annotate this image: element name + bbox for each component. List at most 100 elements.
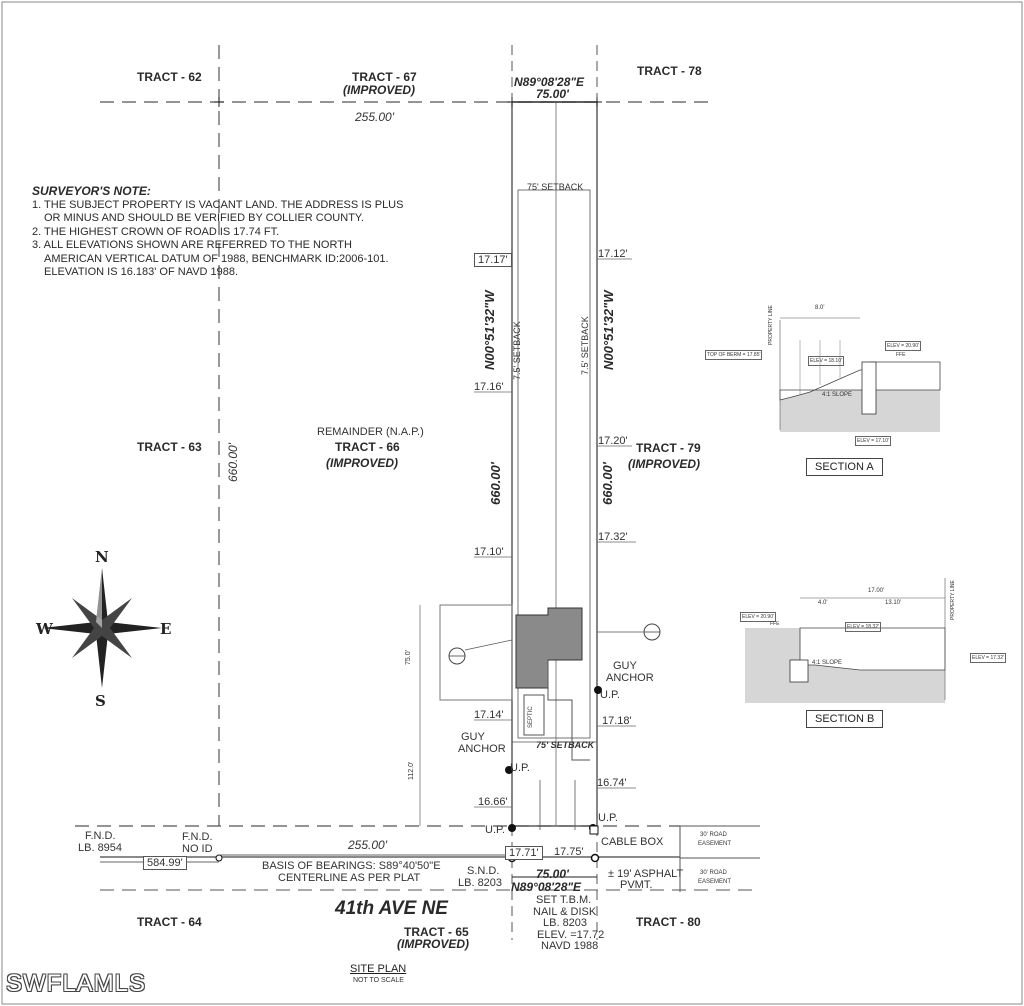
elev-1712: 17.12' <box>598 248 628 260</box>
tract-64-label: TRACT - 64 <box>137 915 202 929</box>
monument-tbm <box>590 853 600 863</box>
section-b-property-line-label: PROPERTY LINE <box>950 580 956 620</box>
elev-1771: 17.71' <box>505 846 543 860</box>
utility-pole-1 <box>594 686 602 694</box>
elev-1732: 17.32' <box>598 531 628 543</box>
road-name: 41th AVE NE <box>335 898 448 919</box>
compass-n: N <box>95 548 109 566</box>
mls-watermark: SWFLAMLS <box>6 970 147 997</box>
elev-1717: 17.17' <box>474 253 512 267</box>
east-line-bearing: N00°51'32"W <box>601 290 616 371</box>
west-line-length: 660.00' <box>488 462 503 505</box>
compass-w: W <box>36 620 53 638</box>
tract-66-label: TRACT - 66 <box>335 440 400 454</box>
remainder-label: REMAINDER (N.A.P.) <box>317 426 424 438</box>
right-elevation-leaders <box>597 258 636 789</box>
utility-pole-label-4: U.P. <box>598 812 618 824</box>
front-setback-label: 75' SETBACK <box>536 740 595 750</box>
surveyor-note-line: ELEVATION IS 16.183' OF NAVD 1988. <box>44 266 239 278</box>
elev-1720: 17.20' <box>598 435 628 447</box>
setback-box <box>517 189 591 739</box>
tract-62-label: TRACT - 62 <box>137 70 202 84</box>
compass-e: E <box>160 620 172 638</box>
east-line-length: 660.00' <box>600 462 615 505</box>
tbm-line3: LB. 8203 <box>543 917 588 929</box>
section-b-dim-1: 17.00' <box>868 588 885 594</box>
septic-label: SEPTIC <box>528 706 534 728</box>
structure-dim-112: 112.0' <box>408 761 415 780</box>
surveyor-note-title: SURVEYOR'S NOTE: <box>32 184 151 198</box>
tract-65-improved: (IMPROVED) <box>397 937 469 951</box>
section-b-slope: 4:1 SLOPE <box>812 660 843 666</box>
section-a-slope: 4:1 SLOPE <box>822 392 853 398</box>
tract-79-improved: (IMPROVED) <box>628 457 700 471</box>
tract-66-improved: (IMPROVED) <box>326 456 398 470</box>
lot-boundary <box>511 101 598 827</box>
fnd-1-line2: LB. 8954 <box>78 842 123 854</box>
fnd-2-line2: NO ID <box>182 843 213 855</box>
elev-1716: 17.16' <box>474 381 504 393</box>
basis-of-bearings: BASIS OF BEARINGS: S89°40'50"E <box>262 860 441 872</box>
utility-pole-2 <box>505 766 513 774</box>
top-bearing: N89°08'28"E <box>514 75 585 89</box>
fnd-1-line1: F.N.D. <box>85 830 116 842</box>
tract-79-label: TRACT - 79 <box>636 441 701 455</box>
tract-west-length: 660.00' <box>226 443 240 482</box>
monument-fnd-noid <box>215 854 223 862</box>
utility-pole-label-2: U.P. <box>510 762 530 774</box>
surveyor-note-line: 1. THE SUBJECT PROPERTY IS VACANT LAND. … <box>32 198 404 211</box>
east-side-setback: 7.5' SETBACK <box>580 316 590 375</box>
dist-584: 584.99' <box>143 856 187 870</box>
tbm-line2: NAIL & DISK <box>533 906 597 918</box>
section-b-elev-3: ELEV = 17.32' <box>970 653 1006 663</box>
tract-80-label: TRACT - 80 <box>636 915 701 929</box>
structure-dim-75: 75.0' <box>405 650 412 665</box>
proposed-residence <box>515 607 583 689</box>
section-a-profile <box>779 361 941 401</box>
pvmt-label: PVMT. <box>620 879 653 891</box>
compass-ne-point <box>102 598 132 628</box>
rear-setback-label: 75' SETBACK <box>527 182 584 192</box>
compass-north-highlight <box>96 568 102 628</box>
section-b-dim-3: 13.10' <box>885 600 902 606</box>
utility-pole-label-3: U.P. <box>485 824 505 836</box>
compass-sw-point <box>72 628 102 658</box>
section-b-title: SECTION B <box>806 710 884 728</box>
guy-anchor-east: GUY <box>613 660 637 672</box>
tract-78-label: TRACT - 78 <box>637 64 702 78</box>
section-b-stemwall <box>789 659 809 683</box>
top-width: 75.00' <box>536 87 569 101</box>
section-a-title: SECTION A <box>806 458 883 476</box>
surveyor-note-line: 3. ALL ELEVATIONS SHOWN ARE REFERRED TO … <box>32 239 352 251</box>
west-line-bearing: N00°51'32"W <box>482 290 497 371</box>
adjacent-structure <box>439 604 513 701</box>
compass-east-point <box>102 622 162 634</box>
section-b-dim-2: 4.0' <box>818 600 828 606</box>
surveyor-note-line: 2. THE HIGHEST CROWN OF ROAD IS 17.74 FT… <box>32 225 280 238</box>
section-a-elev-2: ELEV = 18.10' <box>808 356 844 366</box>
centerline-note: CENTERLINE AS PER PLAT <box>278 872 421 884</box>
fnd-2-line1: F.N.D. <box>182 831 213 843</box>
utility-pole-3 <box>508 824 516 832</box>
west-side-setback: 7.5' SETBACK <box>512 321 522 380</box>
tract-67-improved: (IMPROVED) <box>343 83 415 97</box>
utility-pole-label-1: U.P. <box>600 689 620 701</box>
section-b-elev-2: ELEV = 18.32' <box>845 622 881 632</box>
elev-1666: 16.66' <box>478 796 508 808</box>
compass-west-point <box>42 622 102 634</box>
asphalt-label: ± 19' ASPHALT <box>608 868 684 880</box>
section-a-detail <box>779 317 941 432</box>
section-a-elev-1: ELEV = 20.90' <box>885 341 921 351</box>
snd-line1: S.N.D. <box>467 865 500 877</box>
road-easement-lower: 30' ROAD <box>700 870 727 876</box>
compass-s: S <box>95 692 106 710</box>
section-b-ffe: FFE <box>770 621 780 627</box>
guy-anchor-east-2: ANCHOR <box>606 672 654 684</box>
guy-anchor-west-2: ANCHOR <box>458 743 506 755</box>
section-a-property-line-label: PROPERTY LINE <box>768 305 774 345</box>
easement-upper: EASEMENT <box>698 841 732 847</box>
road-easement-upper: 30' ROAD <box>700 832 727 838</box>
elev-1674: 16.74' <box>597 777 627 789</box>
